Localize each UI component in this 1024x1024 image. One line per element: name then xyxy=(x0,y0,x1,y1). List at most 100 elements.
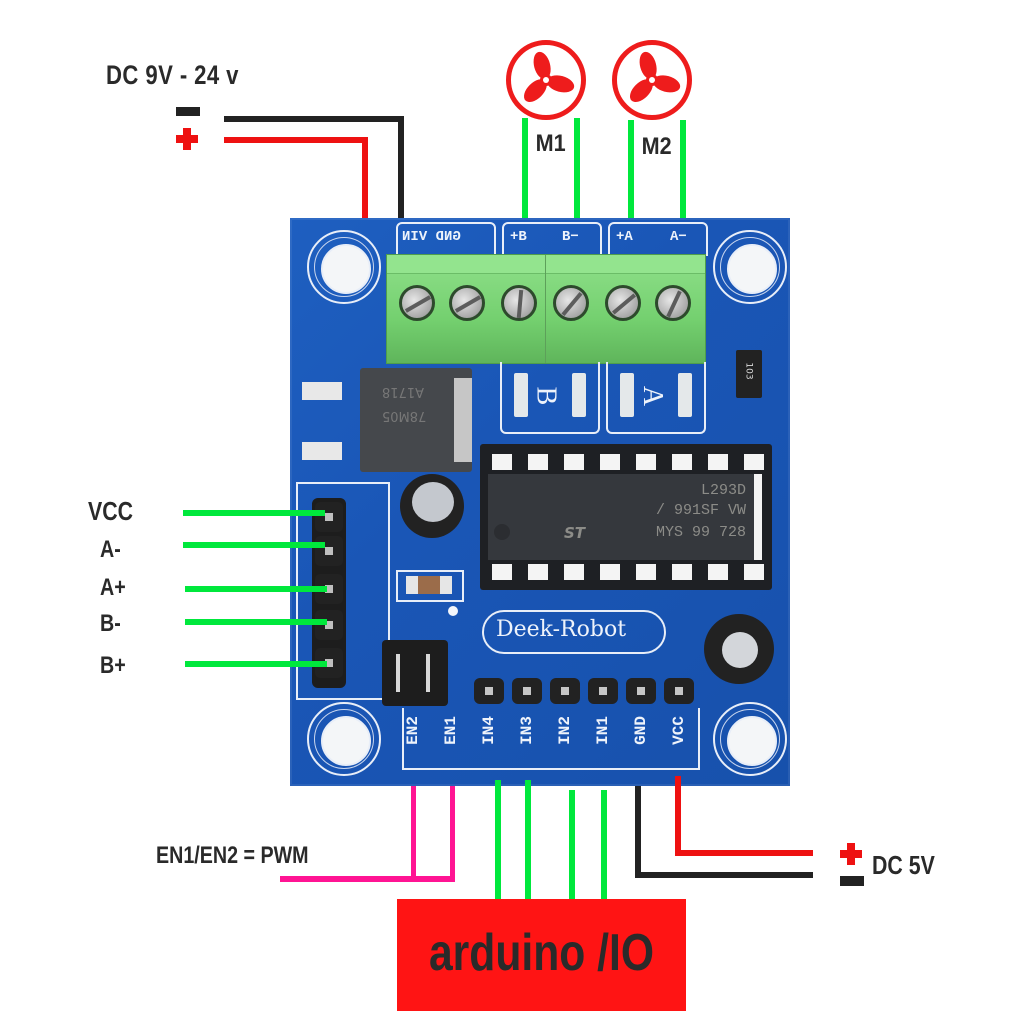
bottom-label-en1: EN1 xyxy=(442,716,460,745)
wire-power-vin-vertical xyxy=(362,137,368,220)
chip-text-1: L293D xyxy=(700,482,746,499)
left-label-b-minus: B- xyxy=(100,610,121,637)
bottom-label-gnd: GND xyxy=(632,716,650,745)
wire-left-vcc xyxy=(183,510,325,516)
motor-driver-board: GND VIN +B B− +A A− B A 103 A1718 78M05 xyxy=(290,218,790,786)
wire-left-b-minus xyxy=(185,619,327,625)
logic-plus-symbol xyxy=(840,843,862,865)
wire-logic-gnd-horizontal xyxy=(635,872,813,878)
wire-logic-gnd xyxy=(635,786,641,878)
capacitor-1 xyxy=(400,474,464,538)
arduino-io-box: arduino /IO xyxy=(397,899,686,1011)
wire-in3 xyxy=(525,780,531,900)
left-label-a-plus: A+ xyxy=(100,574,126,601)
logic-minus-symbol xyxy=(840,876,864,886)
led-label-a: A xyxy=(637,385,669,407)
wire-in4 xyxy=(495,780,501,900)
bottom-label-in1: IN1 xyxy=(594,716,612,745)
motor-m2-fan-icon xyxy=(612,40,692,120)
led-a1 xyxy=(620,373,634,417)
wire-m2-b xyxy=(680,120,686,230)
mount-hole-bottom-left xyxy=(307,702,381,776)
terminal-screw[interactable] xyxy=(605,285,641,321)
power-minus-symbol xyxy=(176,107,200,116)
wire-power-gnd-vertical xyxy=(398,116,404,220)
smd-cap-outline xyxy=(396,570,464,602)
terminal-label-a-plus: +A xyxy=(616,229,633,245)
power-plus-symbol xyxy=(176,128,198,150)
mount-hole-top-left xyxy=(307,230,381,304)
bottom-pin-in4[interactable] xyxy=(474,678,504,704)
wire-left-a-plus xyxy=(185,586,327,592)
via xyxy=(448,606,458,616)
wire-power-vin xyxy=(224,137,368,143)
wire-en1 xyxy=(450,786,455,882)
terminal-screw[interactable] xyxy=(449,285,485,321)
l293d-chip-socket: L293D / 991SF VW MYS 99 728 ST xyxy=(480,444,772,590)
left-label-vcc: VCC xyxy=(88,496,134,526)
brand-label-outline xyxy=(482,610,666,654)
l293d-chip: L293D / 991SF VW MYS 99 728 ST xyxy=(488,474,760,560)
bottom-label-vcc: VCC xyxy=(670,716,688,745)
terminal-screw[interactable] xyxy=(501,285,537,321)
left-header-pin-a-minus[interactable] xyxy=(315,536,343,566)
motor-m2-label: M2 xyxy=(641,133,672,160)
logic-power-label: DC 5V xyxy=(872,850,935,880)
bottom-label-in4: IN4 xyxy=(480,716,498,745)
st-logo-icon: ST xyxy=(564,524,586,542)
motor-m1-fan-icon xyxy=(506,40,586,120)
terminal-label-power: GND VIN xyxy=(402,229,461,245)
terminal-screw[interactable] xyxy=(655,285,691,321)
brand-label: Deek-Robot xyxy=(496,617,627,642)
left-label-a-minus: A- xyxy=(100,536,121,563)
led-box-b xyxy=(500,362,600,434)
pwm-note: EN1/EN2 = PWM xyxy=(156,842,309,869)
wire-m2-a xyxy=(628,120,634,230)
regulator-text-1: A1718 xyxy=(382,384,424,399)
bottom-pin-in3[interactable] xyxy=(512,678,542,704)
regulator-tab-1 xyxy=(302,382,342,400)
led-box-a xyxy=(606,362,706,434)
led-b1 xyxy=(514,373,528,417)
wire-logic-vcc xyxy=(675,776,681,854)
mount-hole-top-right xyxy=(713,230,787,304)
resistor-array-label: 103 xyxy=(743,362,754,380)
terminal-label-a-minus: A− xyxy=(670,229,687,245)
chip-text-3: MYS 99 728 xyxy=(655,524,746,541)
terminal-screw[interactable] xyxy=(553,285,589,321)
enable-jumpers[interactable] xyxy=(382,640,448,706)
regulator-text-2: 78M05 xyxy=(382,408,427,423)
bottom-pin-gnd[interactable] xyxy=(626,678,656,704)
motor-m1-label: M1 xyxy=(535,130,566,157)
wire-logic-vcc-horizontal xyxy=(675,850,813,856)
terminal-label-b-plus: +B xyxy=(510,229,527,245)
wire-in1 xyxy=(601,790,607,900)
screw-terminal-block xyxy=(386,254,706,364)
bottom-label-in2: IN2 xyxy=(556,716,574,745)
regulator-tab-2 xyxy=(302,442,342,460)
wire-in2 xyxy=(569,790,575,900)
resistor-array: 103 xyxy=(736,350,762,398)
mount-hole-bottom-right xyxy=(713,702,787,776)
terminal-screw[interactable] xyxy=(399,285,435,321)
wire-left-b-plus xyxy=(185,661,327,667)
arduino-io-label: arduino /IO xyxy=(428,924,655,982)
bottom-pin-vcc[interactable] xyxy=(664,678,694,704)
wire-m1-a xyxy=(522,118,528,230)
terminal-label-b-minus: B− xyxy=(562,229,579,245)
voltage-regulator: A1718 78M05 xyxy=(360,368,472,472)
bottom-label-en2: EN2 xyxy=(404,716,422,745)
power-in-label: DC 9V - 24 v xyxy=(106,60,239,90)
left-header-pin-b-minus[interactable] xyxy=(315,610,343,640)
smd-capacitor xyxy=(406,576,452,594)
bottom-label-box xyxy=(402,708,700,770)
bottom-pin-in1[interactable] xyxy=(588,678,618,704)
led-b2 xyxy=(572,373,586,417)
capacitor-2 xyxy=(704,614,774,684)
bottom-label-in3: IN3 xyxy=(518,716,536,745)
wire-left-a-minus xyxy=(183,542,325,548)
bottom-pin-in2[interactable] xyxy=(550,678,580,704)
wire-pwm-horizontal xyxy=(280,876,455,882)
left-header-pin-vcc[interactable] xyxy=(315,502,343,532)
wire-power-gnd xyxy=(224,116,404,122)
